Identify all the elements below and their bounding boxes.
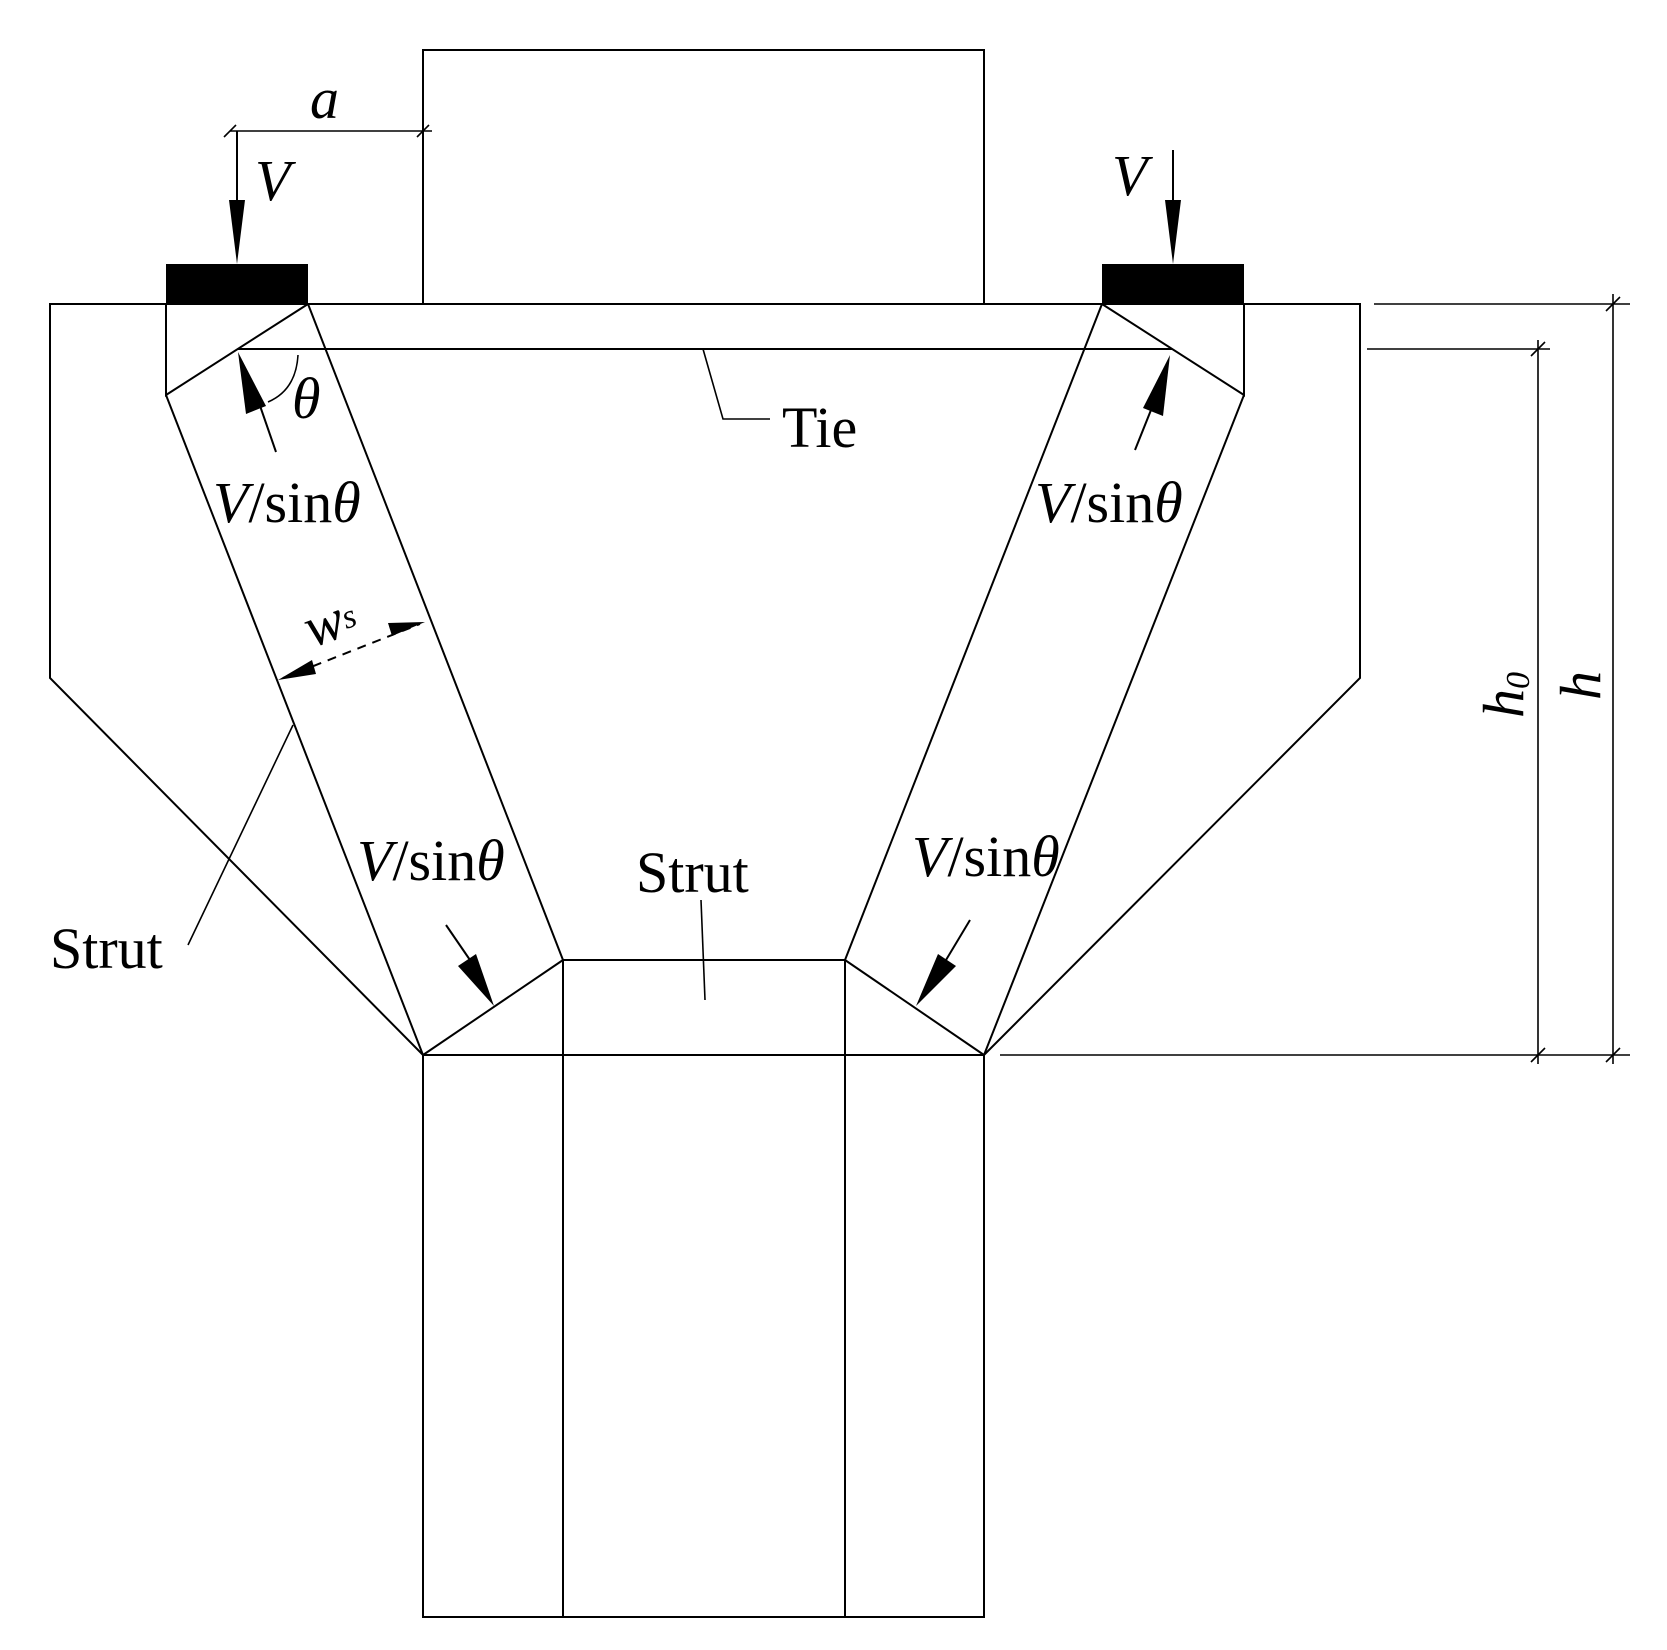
- dim-h0-label: h0: [1471, 672, 1537, 718]
- force-arrow-bottom-left-shaft: [445, 924, 471, 961]
- left-strut-inner-edge: [307, 303, 564, 961]
- angle-theta-arc: [267, 354, 299, 403]
- dim-h-tick-bottom: [1605, 1047, 1621, 1063]
- strut-left-leader: [187, 724, 294, 946]
- bottom-right-node-boundary: [844, 959, 985, 1056]
- lower-column: [422, 1054, 985, 1618]
- strut-label-center: Strut: [636, 840, 749, 905]
- load-arrow-right-head: [1165, 200, 1181, 264]
- strut-width-arrow-right: [388, 622, 425, 636]
- strut-label-left: Strut: [50, 916, 163, 981]
- load-label-right: V: [1112, 143, 1154, 208]
- angle-theta-label: θ: [292, 366, 321, 431]
- force-label-bottom-right: V/sinθ: [912, 824, 1060, 889]
- dim-a-label: a: [310, 66, 339, 131]
- force-arrow-bottom-right-head: [916, 954, 956, 1006]
- force-label-bottom-left: V/sinθ: [357, 828, 505, 893]
- strut-width-arrow-left: [278, 660, 316, 680]
- force-label-top-left: V/sinθ: [213, 470, 361, 535]
- left-strut-outer-edge: [165, 394, 424, 1056]
- dim-h0-tick-bottom: [1530, 1047, 1546, 1063]
- force-arrow-top-left-shaft: [257, 399, 277, 453]
- dim-h-tick-top: [1605, 296, 1621, 312]
- bearing-plate-left: [166, 264, 308, 304]
- force-arrow-top-right-head: [1143, 355, 1170, 416]
- bottom-left-node-boundary: [422, 959, 564, 1056]
- force-arrow-bottom-left-head: [458, 954, 494, 1006]
- load-arrow-left-head: [229, 200, 245, 264]
- tie-leader: [702, 348, 770, 420]
- right-strut-inner-edge: [844, 303, 1103, 961]
- strut-width-label: ws: [294, 581, 365, 660]
- force-arrow-bottom-right-shaft: [945, 919, 971, 961]
- dim-h-label: h: [1548, 671, 1613, 700]
- pile-cap-outline: [49, 303, 1361, 1056]
- tie-label: Tie: [782, 395, 857, 460]
- load-label-left: V: [255, 148, 297, 213]
- force-label-top-right: V/sinθ: [1035, 470, 1183, 535]
- dim-a-tick-right: [416, 124, 430, 138]
- upper-column: [422, 49, 985, 305]
- strut-center-leader: [700, 899, 706, 1001]
- bearing-plate-right: [1102, 264, 1244, 304]
- dim-a-tick-left: [223, 124, 237, 138]
- force-arrow-top-left-head: [238, 352, 266, 414]
- dim-h0-tick-top: [1530, 341, 1546, 357]
- right-strut-outer-edge: [983, 394, 1245, 1056]
